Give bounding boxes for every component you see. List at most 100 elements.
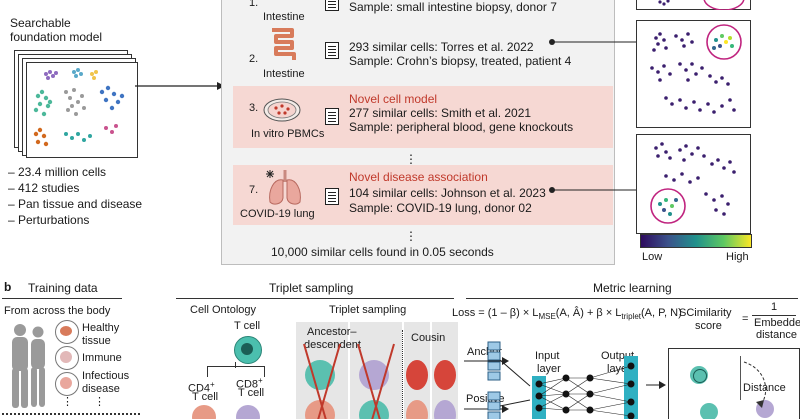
divider [176, 298, 454, 299]
t-cell-label: T cell [234, 320, 261, 332]
cd8-text: CD8 [236, 378, 259, 391]
rejected-cross [303, 343, 395, 419]
cousin-cell-icon [406, 360, 428, 390]
from-body-label: From across the body [4, 305, 111, 317]
cd4-text: CD4 [188, 382, 211, 395]
dotted-divider [2, 413, 140, 415]
model-label-line2: foundation model [10, 30, 103, 44]
immune-cell-icon [55, 346, 79, 370]
result-7-tissue: COVID-19 lung [240, 208, 315, 220]
loss-equation: Loss = (1 – β) × LMSE(A, Â) + β × Ltripl… [452, 307, 682, 323]
embedded-cell-icon [700, 403, 718, 419]
result-2-tissue: Intestine [263, 68, 305, 80]
network-output-arrow [646, 381, 666, 389]
cell-ontology-title: Cell Ontology [190, 304, 257, 316]
colorbar-low: Low [642, 251, 663, 263]
lung-icon [266, 170, 301, 205]
divider [466, 298, 798, 299]
triplet-sampling-subtitle: Triplet sampling [329, 304, 407, 316]
loss-mid: (A, Â) + β × L [555, 307, 622, 319]
cd4-plus: + [210, 380, 215, 389]
lung-tissue-fill [60, 377, 72, 389]
distance-label: Distance [743, 382, 786, 394]
fraction-bar [752, 315, 796, 316]
result-2-line2: Sample: Crohn’s biopsy, treated, patient… [349, 54, 572, 68]
cousin-cell-icon [434, 400, 456, 419]
category-infectious: Infectious [82, 370, 130, 382]
category-ellipsis: ⋮ [62, 396, 73, 408]
category-ellipsis: ⋮ [94, 396, 105, 408]
scimilarity-label-2: score [695, 320, 722, 332]
result-1-tissue: Intestine [263, 11, 305, 23]
result-7-number: 7. [249, 184, 259, 196]
embedded-cell-nucleus [693, 369, 707, 383]
results-ellipsis: ⋮ [405, 152, 417, 166]
result-1-sample: Sample: small intestine biopsy, donor 7 [349, 0, 557, 14]
embedding-space-box [668, 348, 800, 419]
fraction-denominator-2: distance [756, 329, 797, 341]
model-label-line1: Searchable [10, 16, 71, 30]
stat-perturbations: – Perturbations [8, 213, 90, 227]
loss-prefix: Loss = (1 – β) × L [452, 307, 539, 319]
cd4-label: CD4+ [188, 378, 215, 396]
immune-cell-fill [60, 351, 72, 363]
cd8-cell-icon [236, 405, 260, 419]
stat-cells: – 23.4 million cells [8, 165, 107, 179]
result-7-tag: Novel disease association [349, 170, 488, 184]
cd8-label: CD8+ [236, 374, 263, 392]
cd4-cell-icon [192, 405, 216, 419]
category-healthy: Healthy [82, 322, 120, 334]
category-disease: disease [82, 383, 120, 395]
colorbar-high: High [726, 251, 749, 263]
petri-dish-icon [263, 98, 301, 122]
distance-arrow [743, 361, 767, 408]
triplet-sampling-title: Triplet sampling [269, 281, 354, 295]
stat-tissue: – Pan tissue and disease [8, 197, 143, 211]
loss-mse-sub: MSE [538, 312, 556, 322]
ancestor-label-2: descendent [304, 339, 361, 351]
intestine-icon [272, 28, 296, 60]
document-icon [325, 42, 339, 59]
document-icon [325, 188, 339, 205]
scimilarity-label-1: SCimilarity [679, 307, 732, 319]
query-arrow [135, 82, 225, 90]
equals-sign: = [742, 313, 749, 325]
result-7-line2: Sample: COVID-19 lung, donor 02 [349, 201, 532, 215]
result-3-tag: Novel cell model [349, 92, 438, 106]
result-3-number: 3. [249, 102, 259, 114]
input-layer-label-1: Input [535, 350, 560, 362]
column-separator [402, 330, 404, 419]
umap-result-7 [636, 134, 751, 234]
divider [2, 298, 122, 299]
result-3-line1: 277 similar cells: Smith et al. 2021 [349, 106, 532, 120]
cd8-tcell-label: T cell [238, 387, 265, 399]
result-2-line1: 293 similar cells: Torres et al. 2022 [349, 40, 534, 54]
ontology-branch [207, 366, 265, 377]
result-2-number: 2. [249, 53, 259, 65]
human-body-icon [12, 324, 45, 408]
neural-network [487, 341, 638, 419]
umap-top [636, 0, 751, 10]
cd4-tcell-label: T cell [192, 391, 219, 403]
results-ellipsis: ⋮ [405, 229, 417, 243]
panel-b-label: b [4, 280, 12, 294]
cd8-plus: + [258, 376, 263, 385]
result-3-tissue: In vitro PBMCs [251, 128, 325, 140]
foundation-umap [26, 62, 138, 158]
document-icon [325, 0, 339, 11]
cousin-label: Cousin [411, 332, 446, 344]
result-3-line2: Sample: peripheral blood, gene knockouts [349, 120, 574, 134]
result-1-number: 1. [249, 0, 259, 9]
umap-result-2 [636, 20, 751, 128]
embedding-divider [740, 356, 741, 400]
colorbar [640, 234, 752, 248]
t-cell-nucleus [241, 343, 253, 355]
input-layer-label-2: layer [537, 363, 561, 375]
ontology-stem [235, 362, 236, 368]
loss-end: (A, P, N) [640, 307, 682, 319]
cousin-cell-icon [434, 360, 456, 390]
loss-triplet-sub: triplet [621, 312, 641, 322]
intestine-tissue-fill [60, 326, 72, 336]
